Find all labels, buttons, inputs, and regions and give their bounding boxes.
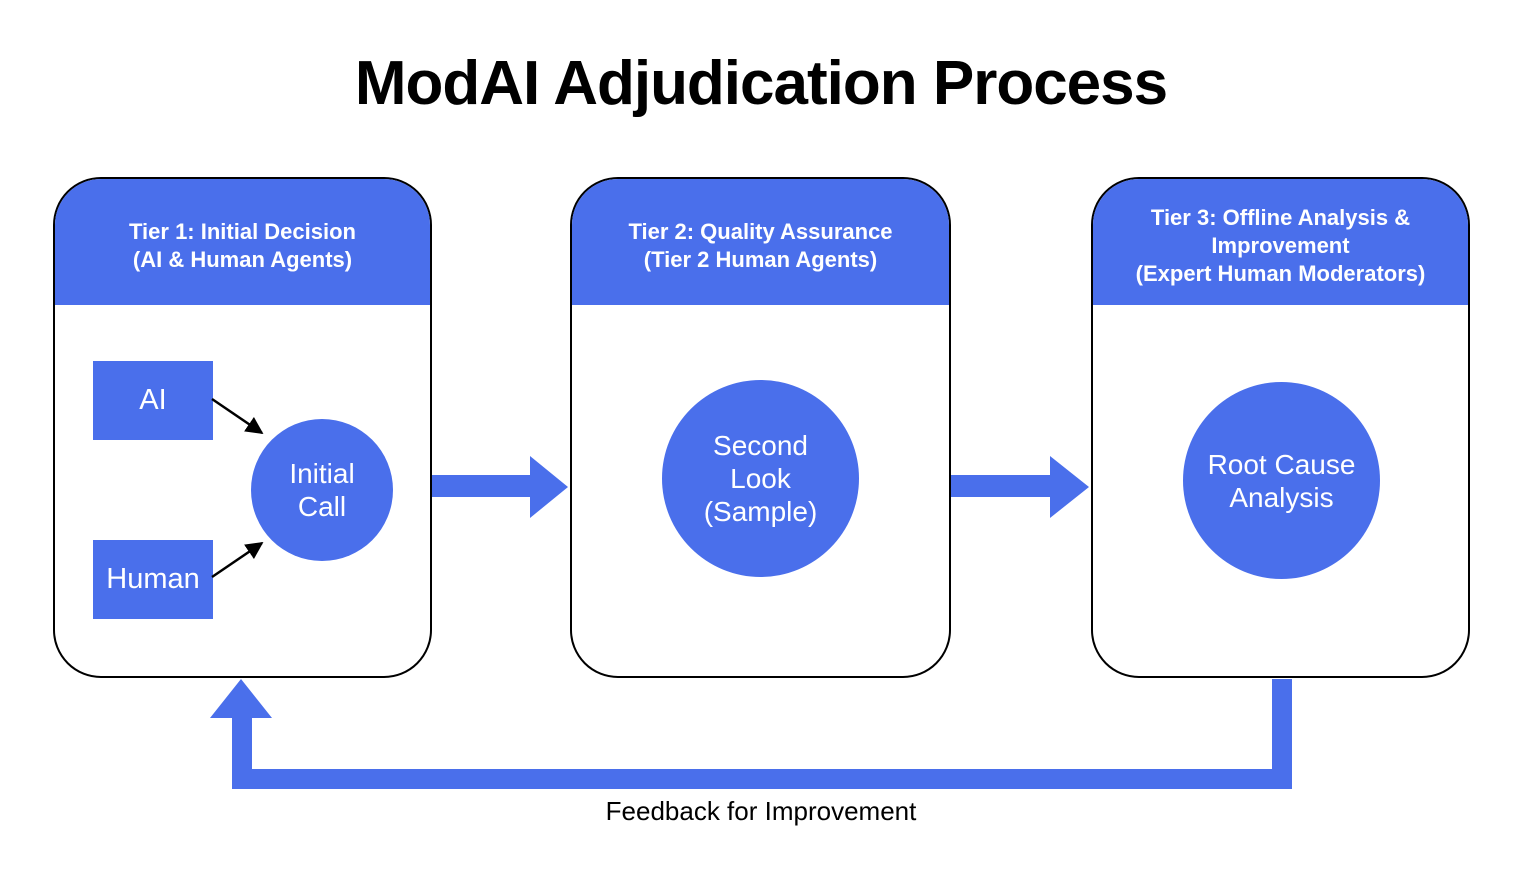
ai-node: AI	[93, 361, 213, 440]
feedback-arrow	[210, 679, 1292, 789]
diagram-title: ModAI Adjudication Process	[354, 49, 1168, 118]
second-look-node: Second Look (Sample)	[662, 380, 859, 577]
tier2-card: Tier 2: Quality Assurance (Tier 2 Human …	[570, 177, 951, 678]
tier1-header: Tier 1: Initial Decision (AI & Human Age…	[55, 179, 430, 305]
root-cause-node: Root Cause Analysis	[1183, 382, 1380, 579]
initial-call-node: Initial Call	[251, 419, 393, 561]
human-node: Human	[93, 540, 213, 619]
tier2-header: Tier 2: Quality Assurance (Tier 2 Human …	[572, 179, 949, 305]
tier3-header: Tier 3: Offline Analysis & Improvement (…	[1093, 179, 1468, 305]
feedback-label: Feedback for Improvement	[605, 796, 917, 826]
tier1-card: Tier 1: Initial Decision (AI & Human Age…	[53, 177, 432, 678]
flow-arrow-tier1-tier2	[432, 456, 568, 518]
tier3-card: Tier 3: Offline Analysis & Improvement (…	[1091, 177, 1470, 678]
flow-arrow-tier2-tier3	[951, 456, 1089, 518]
